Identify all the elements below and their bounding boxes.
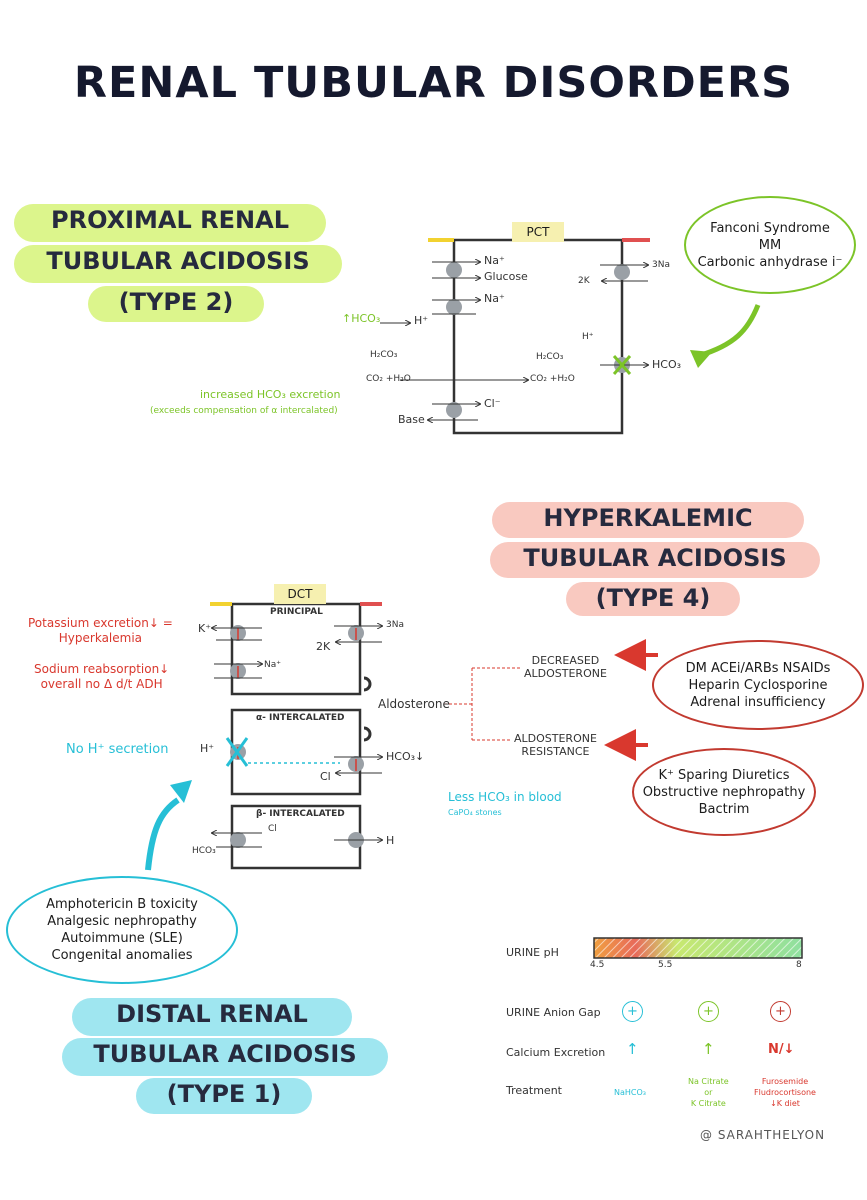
dct-blocked-x: [225, 737, 249, 767]
ph-label: URINE pH: [506, 946, 559, 959]
dct-3na: 3Na: [386, 620, 404, 630]
sodium-note: Sodium reabsorption↓overall no Δ d/t ADH: [34, 662, 170, 691]
highlight-hyper-1: [492, 502, 804, 538]
pct-3na: 3Na: [652, 260, 670, 270]
dct-label: DCT: [274, 584, 326, 604]
pct-h-plus-right: H⁺: [582, 332, 594, 342]
calcium-type2: ↑: [702, 1040, 715, 1058]
proximal-heading-3: (TYPE 2): [118, 288, 234, 316]
pct-na1: Na⁺: [484, 254, 505, 267]
distal-heading-2: TUBULAR ACIDOSIS: [93, 1040, 357, 1068]
highlight-proximal-2: [14, 245, 342, 283]
highlight-distal-2: [62, 1038, 388, 1076]
hyper-heading-3: (TYPE 4): [595, 584, 711, 612]
highlight-hyper-2: [490, 542, 820, 578]
hyper-heading-1: HYPERKALEMIC: [543, 504, 753, 532]
dct-na-in: Na⁺: [264, 660, 281, 670]
pct-h2co3-left: H₂CO₃: [370, 350, 398, 360]
pct-label: PCT: [512, 222, 564, 242]
pct-na2: Na⁺: [484, 292, 505, 305]
proximal-heading-2: TUBULAR ACIDOSIS: [46, 247, 310, 275]
distal-heading-3: (TYPE 1): [166, 1080, 282, 1108]
ph-tick-8: 8: [796, 960, 802, 970]
calcium-label: Calcium Excretion: [506, 1046, 606, 1059]
resistance-causes-bubble: K⁺ Sparing Diuretics Obstructive nephrop…: [632, 748, 816, 836]
proximal-cause-3: Carbonic anhydrase i⁻: [697, 254, 843, 270]
distal-heading-1: DISTAL RENAL: [116, 1000, 308, 1028]
anion-gap-type1: +: [622, 1001, 643, 1022]
dct-hco3-down: HCO₃↓: [386, 750, 425, 763]
pct-hco3-up: ↑HCO₃: [342, 312, 381, 325]
decreased-causes-bubble: DM ACEi/ARBs NSAIDs Heparin Cyclosporine…: [652, 640, 864, 730]
pct-note-1: increased HCO₃ excretion: [200, 388, 341, 401]
proximal-causes-bubble: Fanconi Syndrome MM Carbonic anhydrase i…: [684, 196, 856, 294]
pct-h-plus: H⁺: [414, 314, 429, 327]
anion-gap-label: URINE Anion Gap: [506, 1006, 601, 1019]
page-title: RENAL TUBULAR DISORDERS: [73, 58, 794, 108]
highlight-hyper-3: [566, 582, 740, 616]
dct-cl-alpha: Cl: [320, 770, 331, 783]
pct-transporters: [446, 262, 630, 418]
green-arrow-fanconi: [697, 304, 761, 359]
distal-causes-bubble: Amphotericin B toxicity Analgesic nephro…: [6, 876, 238, 984]
dct-beta: β- INTERCALATED: [256, 809, 345, 819]
less-hco3: Less HCO₃ in blood: [448, 790, 562, 804]
calcium-type4: N/↓: [768, 1042, 795, 1057]
pct-co2-left: CO₂ +H₂O: [366, 374, 411, 384]
treatment-type1: NaHCO₃: [614, 1088, 646, 1097]
pct-hco3-out: HCO₃: [652, 358, 682, 371]
calcium-type1: ↑: [626, 1040, 639, 1058]
dct-alpha: α- INTERCALATED: [256, 713, 345, 723]
highlight-distal-3: [136, 1078, 312, 1114]
ph-tick-45: 4.5: [590, 960, 605, 970]
dct-k-left: K⁺: [198, 622, 212, 635]
dct-2k: 2K: [316, 640, 331, 653]
aldosterone-label: Aldosterone: [378, 697, 450, 711]
proximal-cause-1: Fanconi Syndrome: [710, 220, 830, 236]
hyper-heading-2: TUBULAR ACIDOSIS: [523, 544, 787, 572]
ca-stones: CaPO₄ stones: [448, 808, 502, 817]
treatment-label: Treatment: [506, 1084, 562, 1097]
anion-gap-type4: +: [770, 1001, 791, 1022]
pct-blocked-x: [612, 355, 632, 375]
dct-cl-beta: Cl: [268, 824, 277, 834]
highlight-proximal-3: [88, 286, 264, 322]
dct-principal: PRINCIPAL: [270, 607, 323, 617]
signature: @ SARAHTHELYON: [700, 1128, 826, 1142]
pct-cl: Cl⁻: [484, 397, 501, 410]
cyan-arrow-distal: [145, 797, 180, 871]
ph-tick-55: 5.5: [658, 960, 673, 970]
proximal-cause-2: MM: [758, 237, 782, 253]
highlight-distal-1: [72, 998, 352, 1036]
potassium-note: Potassium excretion↓ =Hyperkalemia: [28, 616, 173, 645]
pct-note-2: (exceeds compensation of α intercalated): [150, 406, 338, 416]
pct-co2-right: CO₂ +H₂O: [530, 374, 575, 384]
pct-base: Base: [398, 413, 425, 426]
dct-h-beta: H: [386, 834, 395, 847]
no-h-secretion: No H⁺ secretion: [66, 742, 169, 757]
dct-hco3-beta: HCO₃: [192, 846, 216, 856]
anion-gap-type2: +: [698, 1001, 719, 1022]
pct-2k: 2K: [578, 276, 590, 286]
dct-cells: [230, 602, 362, 870]
pct-h2co3-right: H₂CO₃: [536, 352, 564, 362]
pct-glucose: Glucose: [484, 270, 528, 283]
proximal-heading-1: PROXIMAL RENAL: [51, 206, 289, 234]
dct-h-left: H⁺: [200, 742, 215, 755]
highlight-proximal-1: [14, 204, 326, 242]
